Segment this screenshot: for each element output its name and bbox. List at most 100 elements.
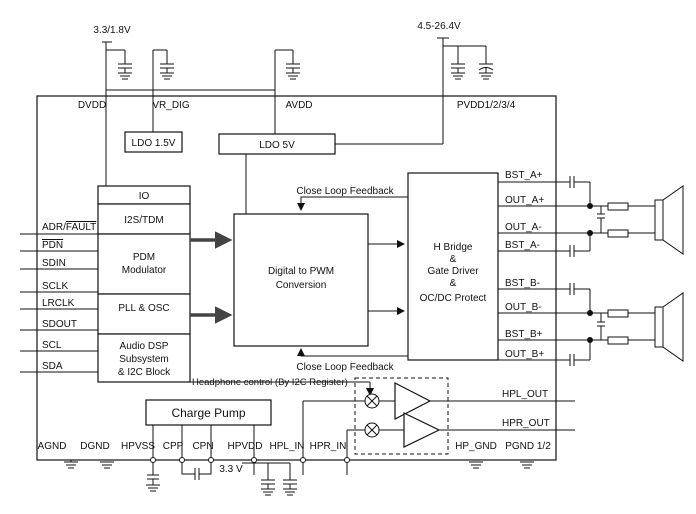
ldo-1v5-block bbox=[124, 131, 183, 153]
ldo-5v-label: LDO 5V bbox=[259, 140, 295, 151]
ground-symbol bbox=[160, 68, 174, 80]
hp-supply-label: 3.3 V bbox=[219, 464, 243, 475]
pin-hpl-out: HPL_OUT bbox=[502, 389, 548, 400]
capacitor-symbol bbox=[118, 63, 132, 69]
feedback-top-path bbox=[297, 196, 408, 211]
h-bridge-block bbox=[407, 172, 499, 361]
pwm-label-line2: Conversion bbox=[276, 280, 327, 291]
pin-marker bbox=[251, 457, 257, 463]
dsp-label-line2: Subsystem bbox=[119, 354, 168, 365]
pin-marker bbox=[150, 457, 156, 463]
pin-hp-gnd: HP_GND bbox=[455, 441, 497, 452]
mixer-right-icon bbox=[364, 422, 380, 438]
ldo-1v5-label: LDO 1.5V bbox=[132, 138, 176, 149]
ground-symbol bbox=[261, 484, 275, 496]
ground-symbol bbox=[283, 484, 297, 496]
pin-dgnd: DGND bbox=[80, 441, 109, 452]
bootstrap-cap-a-plus bbox=[569, 176, 591, 206]
pin-hpvss: HPVSS bbox=[121, 441, 155, 452]
filter-inductor-b-minus bbox=[607, 309, 629, 318]
bootstrap-cap-b-plus bbox=[569, 340, 591, 366]
hp-control-label: Headphone control (By I2C Register) bbox=[192, 377, 348, 388]
i2s-tdm-block bbox=[97, 203, 191, 235]
pin-cpn: CPN bbox=[192, 441, 213, 452]
hbridge-label-line2: & bbox=[450, 254, 457, 265]
filter-inductor-a-plus bbox=[607, 202, 629, 211]
pin-hpr-in: HPR_IN bbox=[310, 441, 347, 452]
pin-cpp: CPP bbox=[163, 441, 184, 452]
pin-out-a-minus: OUT_A- bbox=[505, 222, 542, 233]
pin-out-b-minus: OUT_B- bbox=[505, 302, 542, 313]
pin-marker bbox=[208, 457, 214, 463]
hbridge-label-line3: Gate Driver bbox=[427, 266, 479, 277]
filter-inductor-b-plus bbox=[607, 336, 629, 345]
pvdd-supply-label: 4.5-26.4V bbox=[417, 21, 461, 32]
ground-symbol bbox=[286, 68, 300, 80]
ground-symbol bbox=[451, 68, 465, 80]
pin-bst-a-minus: BST_A- bbox=[505, 240, 540, 251]
pin-bst-a-plus: BST_A+ bbox=[505, 170, 543, 181]
pin-pgnd: PGND 1/2 bbox=[505, 441, 551, 452]
ground-symbol bbox=[146, 479, 160, 492]
pin-sda: SDA bbox=[42, 361, 63, 372]
hbridge-label-line4: & bbox=[450, 278, 457, 289]
pin-adr-fault: ADR/FAULT bbox=[42, 222, 96, 233]
pin-marker bbox=[344, 457, 350, 463]
pin-out-b-plus: OUT_B+ bbox=[505, 349, 544, 360]
hbridge-label-line1: H Bridge bbox=[434, 242, 473, 253]
pin-marker bbox=[179, 457, 185, 463]
pin-hpvdd: HPVDD bbox=[227, 441, 262, 452]
junction-dot bbox=[587, 310, 593, 316]
ground-symbol bbox=[469, 461, 483, 469]
charge-pump-label: Charge Pump bbox=[171, 406, 245, 420]
ldo-5v-block bbox=[218, 133, 336, 155]
pin-scl: SCL bbox=[42, 340, 62, 351]
dsp-label-line3: & I2C Block bbox=[118, 367, 171, 378]
feedback-bottom-path bbox=[297, 348, 408, 357]
digital-to-pwm-block bbox=[233, 213, 369, 347]
speaker-a-icon bbox=[654, 185, 684, 255]
junction-dot bbox=[587, 230, 593, 236]
bootstrap-cap-a-minus bbox=[569, 233, 591, 257]
pwm-label-line1: Digital to PWM bbox=[268, 266, 334, 277]
junction-dot bbox=[587, 337, 593, 343]
pin-sdin: SDIN bbox=[42, 258, 66, 269]
i2s-tdm-label: I2S/TDM bbox=[124, 215, 163, 226]
io-label: IO bbox=[139, 191, 150, 202]
pin-pdn: PDN bbox=[42, 240, 63, 251]
charge-pump-block bbox=[145, 399, 272, 426]
pin-sdout: SDOUT bbox=[42, 319, 77, 330]
pdm-label-line1: PDM bbox=[133, 252, 155, 263]
ground-symbol bbox=[64, 461, 78, 469]
pin-hpr-out: HPR_OUT bbox=[502, 418, 550, 429]
pdm-label-line2: Modulator bbox=[122, 265, 167, 276]
filter-inductor-a-minus bbox=[607, 229, 629, 238]
pin-marker bbox=[300, 457, 306, 463]
bootstrap-cap-b-minus bbox=[569, 283, 591, 313]
ground-symbol bbox=[479, 68, 493, 80]
pin-bst-b-plus: BST_B+ bbox=[505, 329, 543, 340]
feedback-top-label: Close Loop Feedback bbox=[296, 186, 394, 197]
pin-avdd: AVDD bbox=[285, 100, 312, 111]
hbridge-label-line5: OC/DC Protect bbox=[420, 293, 487, 304]
pin-out-a-plus: OUT_A+ bbox=[505, 195, 544, 206]
pin-dvdd: DVDD bbox=[78, 100, 106, 111]
mixer-left-icon bbox=[364, 393, 380, 409]
pin-vr-dig: VR_DIG bbox=[152, 100, 189, 111]
ground-symbol bbox=[118, 68, 132, 80]
pdm-modulator-block bbox=[97, 233, 191, 295]
dsp-block bbox=[97, 333, 191, 383]
feedback-bottom-label: Close Loop Feedback bbox=[296, 362, 394, 373]
io-supply-label: 3.3/1.8V bbox=[93, 25, 131, 36]
pin-pvdd: PVDD1/2/3/4 bbox=[457, 100, 516, 111]
pin-bst-b-minus: BST_B- bbox=[505, 278, 540, 289]
pin-sclk: SCLK bbox=[42, 281, 68, 292]
pll-osc-label: PLL & OSC bbox=[118, 303, 169, 314]
speaker-b-icon bbox=[654, 292, 684, 362]
pin-fault-overline: FAULT bbox=[66, 222, 96, 233]
ground-symbol bbox=[520, 461, 534, 469]
ground-symbol bbox=[100, 461, 114, 469]
pin-lrclk: LRCLK bbox=[42, 298, 75, 309]
junction-dot bbox=[587, 203, 593, 209]
